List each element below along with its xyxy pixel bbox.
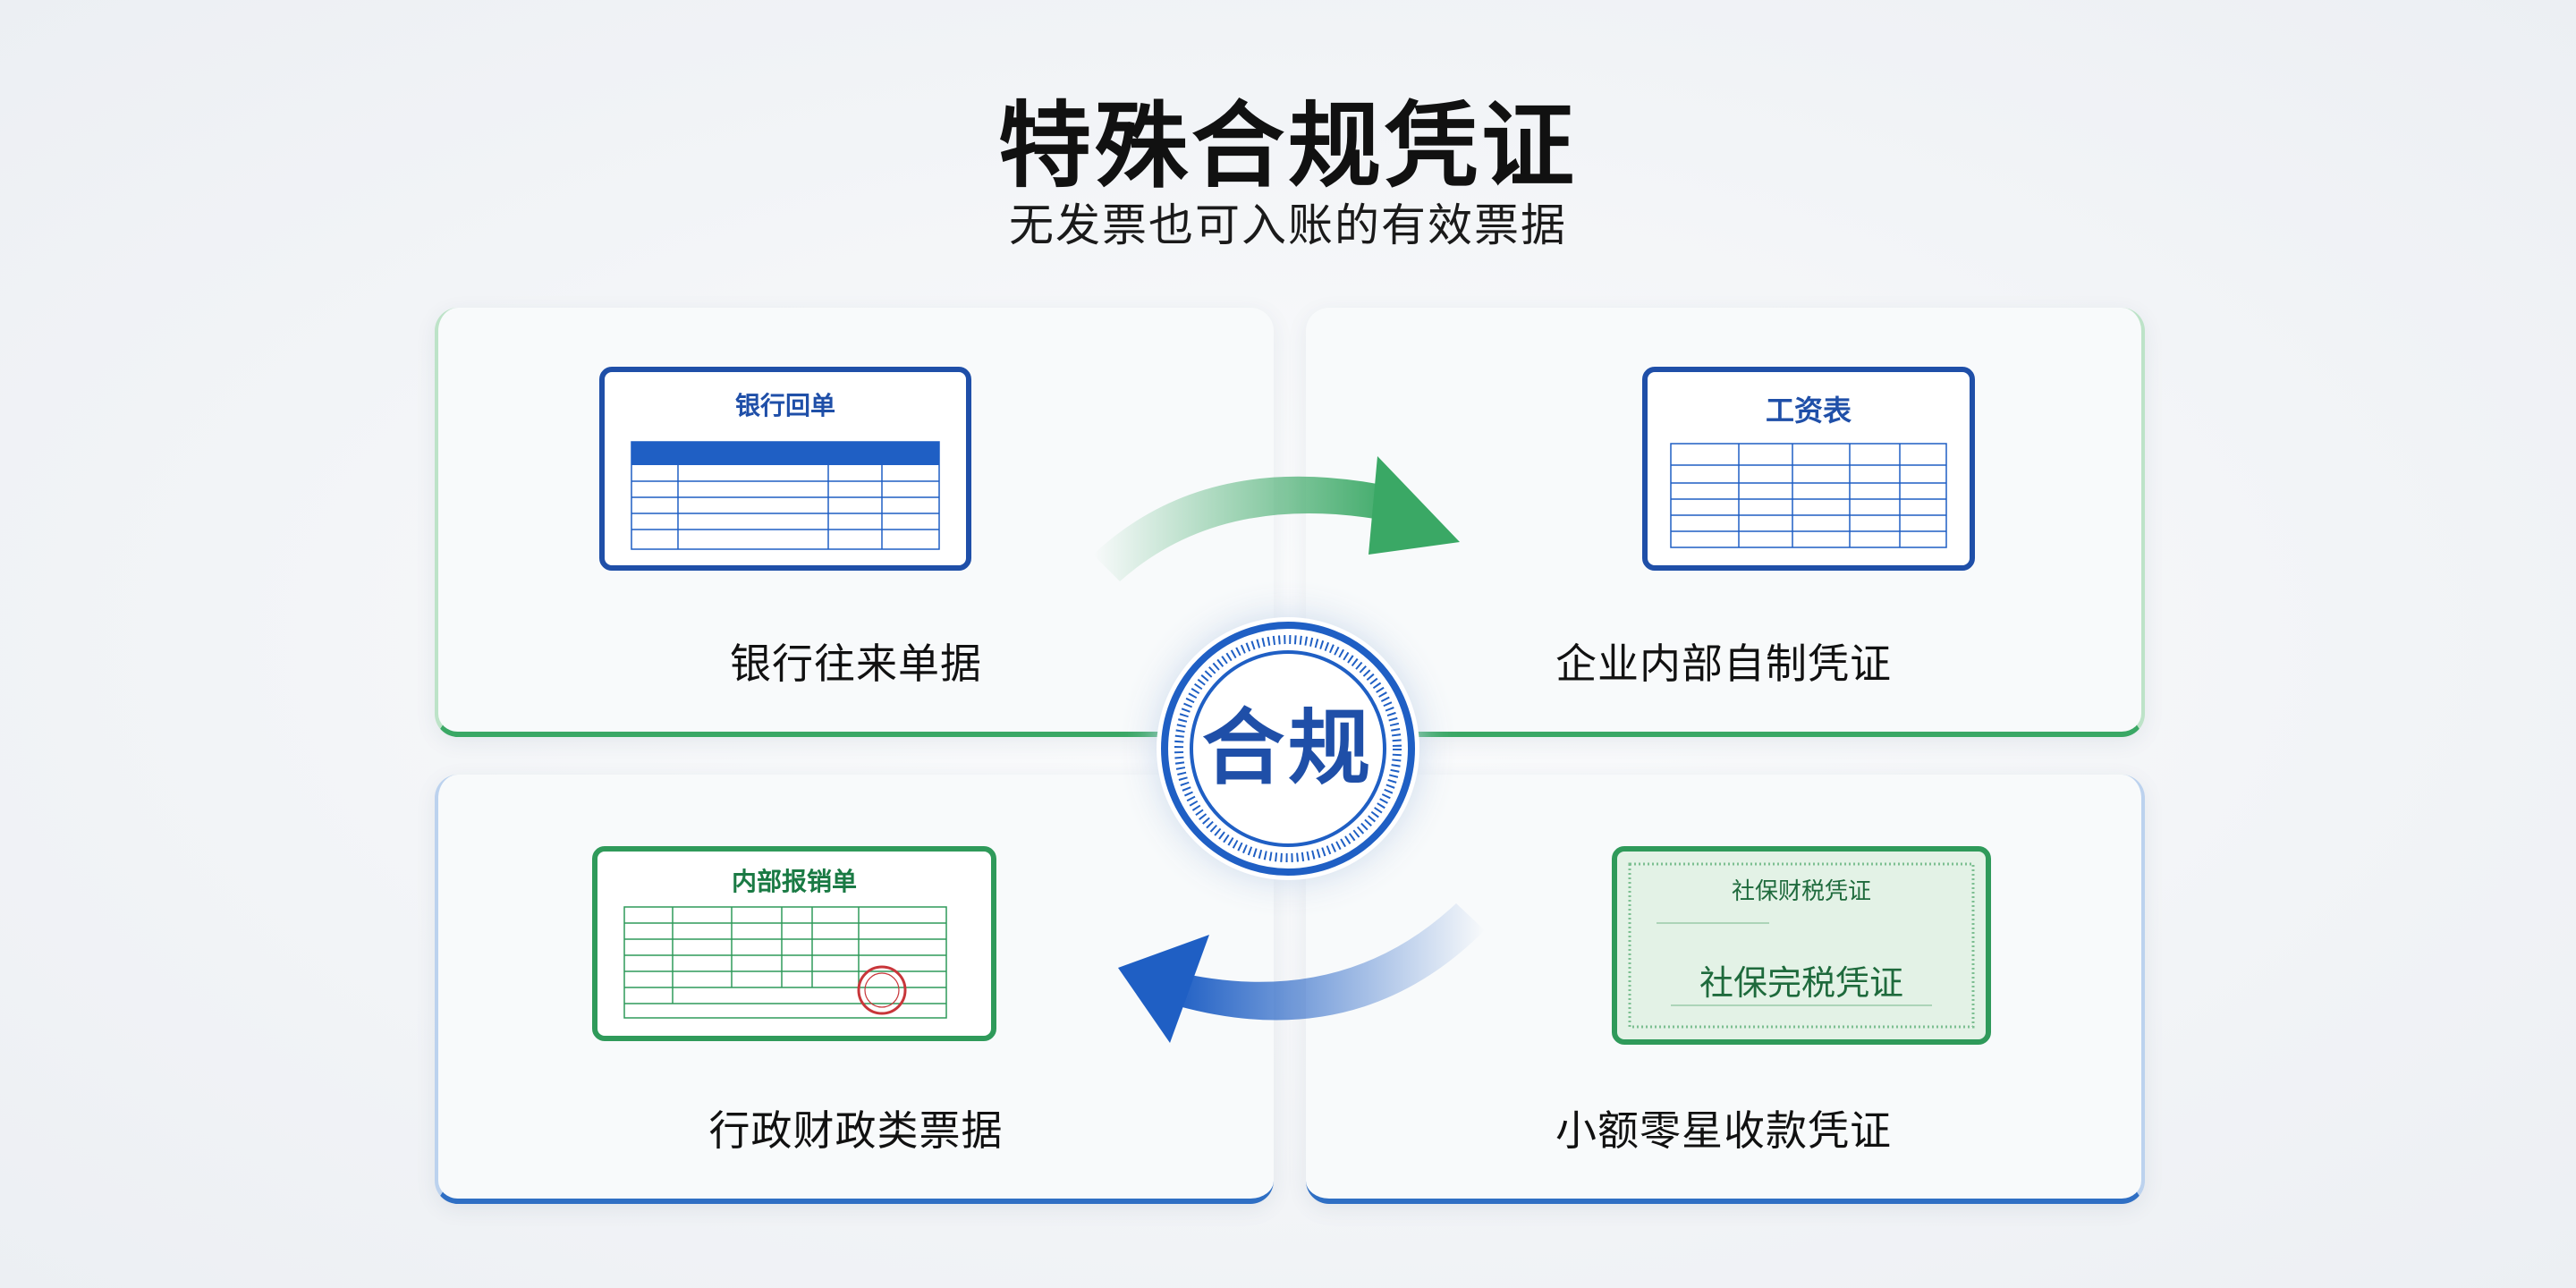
doc-title: 银行回单 xyxy=(734,391,835,420)
page-subtitle: 无发票也可入账的有效票据 xyxy=(1009,199,1567,251)
card-small-receipt-vouchers[interactable]: 社保财税凭证 社保完税凭证 小额零星收款凭证 xyxy=(1306,775,2145,1204)
payroll-table xyxy=(1670,443,1947,548)
blue-cycle-arrow xyxy=(1118,903,1485,1043)
certificate-border xyxy=(1628,862,1975,1029)
page-title: 特殊合规凭证 xyxy=(997,91,1578,200)
card-label: 小额零星收款凭证 xyxy=(1555,1106,1892,1155)
card-label: 银行往来单据 xyxy=(730,640,982,688)
doc-title: 内部报销单 xyxy=(731,867,857,896)
seal-text: 合规 xyxy=(1201,700,1374,796)
doc-title: 社保财税凭证 xyxy=(1731,878,1871,905)
payroll-sheet-document: 工资表 xyxy=(1642,367,1975,571)
doc-body-text: 社保完税凭证 xyxy=(1699,963,1903,1003)
card-label: 行政财政类票据 xyxy=(708,1106,1004,1155)
green-cycle-arrow xyxy=(1093,456,1460,581)
seal-rings xyxy=(1161,622,1415,876)
card-bank-documents[interactable]: 银行回单 银行往来单据 xyxy=(435,308,1274,737)
compliance-seal: 合规 xyxy=(1157,617,1419,880)
card-label: 企业内部自制凭证 xyxy=(1555,640,1892,688)
card-internal-vouchers[interactable]: 工资表 企业内部自制凭证 xyxy=(1306,308,2145,737)
card-administrative-receipts[interactable]: 内部报销单 行政财政类票据 xyxy=(435,775,1274,1204)
doc-title: 工资表 xyxy=(1765,394,1852,428)
bank-receipt-table xyxy=(631,441,940,550)
red-stamp xyxy=(857,965,907,1015)
reimbursement-form-document: 内部报销单 xyxy=(592,846,996,1041)
tax-certificate-document: 社保财税凭证 社保完税凭证 xyxy=(1612,846,1991,1045)
reimbursement-table xyxy=(623,906,947,1019)
bank-receipt-document: 银行回单 xyxy=(599,367,971,571)
